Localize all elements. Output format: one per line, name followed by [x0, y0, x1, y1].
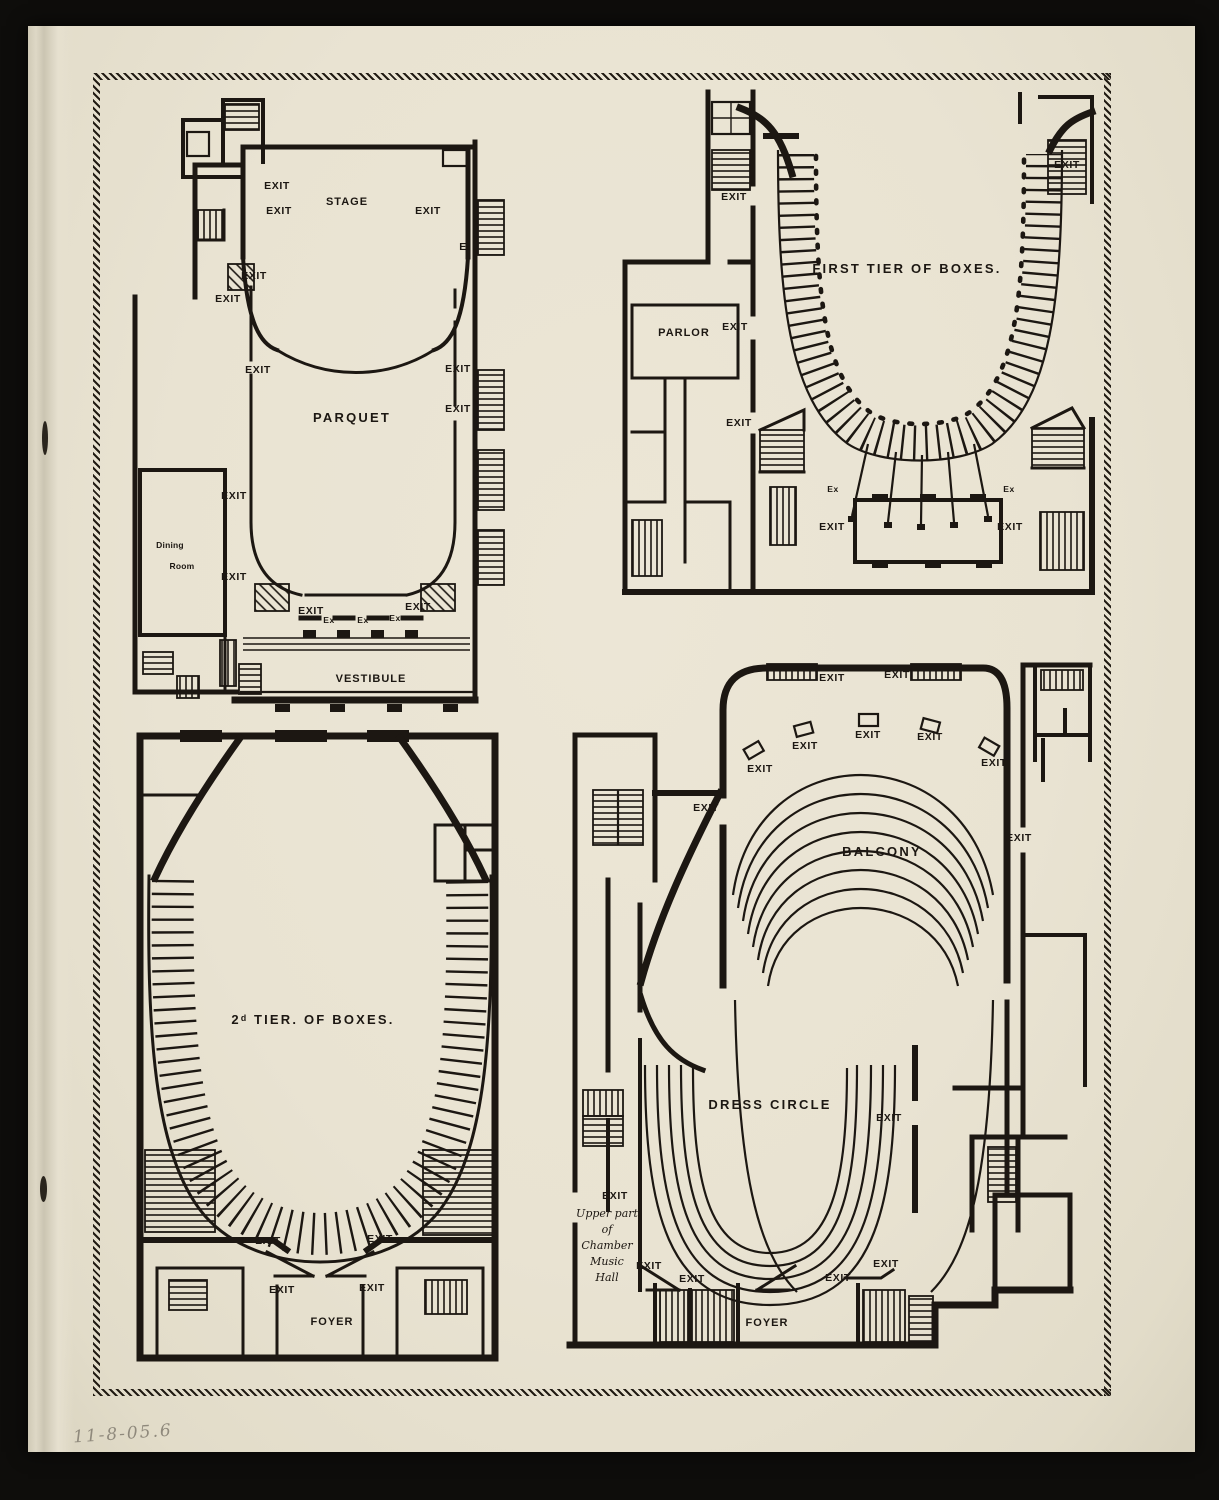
ex-label: Ex [323, 615, 335, 625]
chamber-note-line: Hall [594, 1271, 619, 1284]
exit-label: E [459, 241, 467, 253]
exit-label: EXIT [636, 1260, 662, 1272]
chamber-note-line: of [602, 1223, 615, 1236]
binding-mark [40, 1176, 47, 1202]
exit-label: EXIT [825, 1272, 851, 1284]
dining-room-label: Room [170, 561, 195, 571]
exit-label: EXIT [264, 180, 290, 192]
exit-label: EXIT [721, 191, 747, 203]
exit-label: EXIT [241, 270, 267, 282]
border-bottom [93, 1389, 1111, 1396]
balcony-walls [566, 662, 1093, 1349]
dining-room-label: Dining [156, 540, 184, 550]
exit-label: EXIT [245, 364, 271, 376]
chamber-note-line: Upper part [576, 1207, 638, 1220]
balcony-labels: EXIT EXIT EXIT EXIT EXIT EXIT EXIT EXIT … [576, 669, 1032, 1329]
ex-label: Ex [357, 615, 369, 625]
handwritten-date-note: 11-8-05.6 [72, 1420, 174, 1448]
exit-label: EXIT [221, 490, 247, 502]
ex-label: Ex [1003, 484, 1015, 494]
dress-circle-title: DRESS CIRCLE [708, 1097, 831, 1112]
exit-label: EXIT [747, 763, 773, 775]
second-tier-plan: 2ᵈ TIER. OF BOXES. EXIT EXIT EXIT EXIT F… [136, 730, 499, 1362]
chamber-note-line: Music [589, 1255, 624, 1268]
border-top [93, 73, 1111, 80]
exit-label: EXIT [819, 521, 845, 533]
second-tier-labels: 2ᵈ TIER. OF BOXES. EXIT EXIT EXIT EXIT F… [231, 1012, 394, 1328]
second-tier-title: 2ᵈ TIER. OF BOXES. [231, 1012, 394, 1027]
exit-label: EXIT [726, 417, 752, 429]
ex-label: Ex [827, 484, 839, 494]
parquet-labels: STAGE PARQUET Dining Room VESTIBULE EXIT… [156, 180, 471, 685]
exit-label: EXIT [876, 1112, 902, 1124]
parlor-label: PARLOR [658, 327, 710, 339]
exit-label: EXIT [722, 321, 748, 333]
parquet-plan: STAGE PARQUET Dining Room VESTIBULE EXIT… [132, 98, 505, 712]
exit-label: EXIT [215, 293, 241, 305]
exit-label: EXIT [1006, 832, 1032, 844]
first-tier-title: FIRST TIER OF BOXES. [812, 261, 1001, 276]
balcony-dress-circle-plan: EXIT EXIT EXIT EXIT EXIT EXIT EXIT EXIT … [566, 662, 1093, 1349]
exit-label: EXIT [367, 1233, 393, 1245]
exit-label: EXIT [679, 1273, 705, 1285]
exit-label: EXIT [873, 1258, 899, 1270]
exit-label: EXIT [917, 731, 943, 743]
border-right [1104, 73, 1111, 1396]
exit-label: EXIT [221, 571, 247, 583]
exit-label: EXIT [445, 403, 471, 415]
exit-label: EXIT [855, 729, 881, 741]
exit-label: EXIT [415, 205, 441, 217]
exit-label: EXIT [359, 1282, 385, 1294]
stage-label: STAGE [326, 196, 368, 208]
exit-label: EXIT [1054, 159, 1080, 171]
exit-label: EXIT [819, 672, 845, 684]
book-binding-edge [28, 26, 74, 1452]
ex-label: Ex [389, 613, 401, 623]
exit-label: EXIT [981, 757, 1007, 769]
foyer-label: FOYER [746, 1317, 789, 1329]
binding-mark [42, 421, 48, 455]
exit-label: EXIT [266, 205, 292, 217]
paper-sheet: STAGE PARQUET Dining Room VESTIBULE EXIT… [28, 26, 1195, 1452]
vestibule-label: VESTIBULE [336, 673, 407, 685]
chamber-music-hall-note: Upper part of Chamber Music Hall [576, 1207, 638, 1284]
border-left [93, 73, 100, 1396]
first-tier-walls [622, 89, 1097, 595]
balcony-title: BALCONY [842, 844, 922, 859]
exit-label: EXIT [997, 521, 1023, 533]
first-tier-plan: FIRST TIER OF BOXES. PARLOR EXIT EXIT EX… [622, 89, 1097, 595]
first-tier-labels: FIRST TIER OF BOXES. PARLOR EXIT EXIT EX… [658, 159, 1080, 533]
exit-label: EXIT [602, 1190, 628, 1202]
exit-label: EXIT [298, 605, 324, 617]
second-tier-walls [136, 730, 499, 1362]
chamber-note-line: Chamber [581, 1239, 633, 1252]
exit-label: EXIT [269, 1284, 295, 1296]
parquet-walls [132, 98, 505, 712]
exit-label: EXIT [405, 601, 431, 613]
exit-label: EXIT [445, 363, 471, 375]
foyer-label: FOYER [311, 1316, 354, 1328]
exit-label: EXIT [884, 669, 910, 681]
exit-label: EXIT [693, 802, 719, 814]
exit-label: EXIT [792, 740, 818, 752]
exit-label: EXIT [255, 1235, 281, 1247]
parquet-title: PARQUET [313, 410, 391, 425]
